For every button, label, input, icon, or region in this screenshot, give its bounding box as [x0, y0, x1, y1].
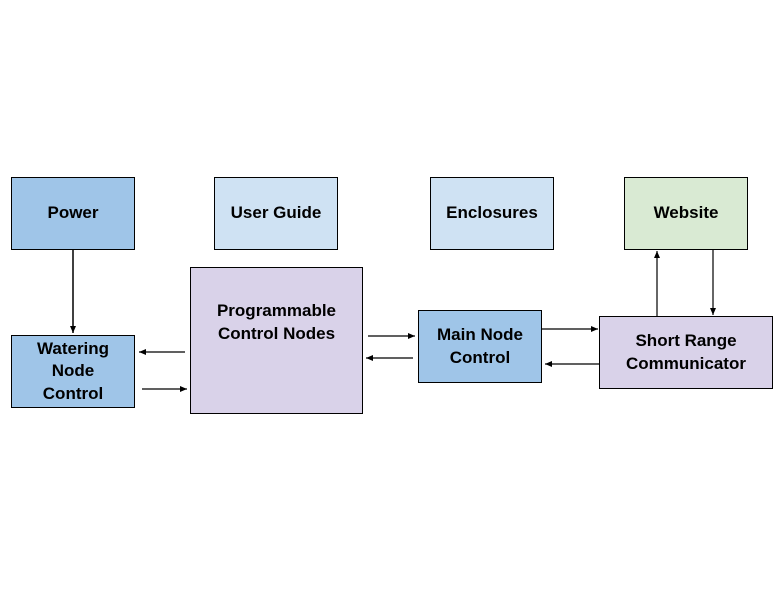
enclosures-box: Enclosures — [430, 177, 554, 250]
main-node-control-label: Main Node Control — [437, 325, 523, 367]
short-range-communicator-box: Short Range Communicator — [599, 316, 773, 389]
main-node-control-box: Main Node Control — [418, 310, 542, 383]
watering-node-control-box: Watering Node Control — [11, 335, 135, 408]
enclosures-label: Enclosures — [446, 203, 538, 223]
user-guide-label: User Guide — [230, 203, 322, 223]
website-box: Website — [624, 177, 748, 250]
power-box: Power — [11, 177, 135, 250]
programmable-control-nodes-box: Programmable Control Nodes — [190, 267, 363, 414]
short-range-communicator-label: Short Range Communicator — [626, 331, 746, 373]
watering-node-control-label: Watering Node Control — [36, 339, 110, 403]
programmable-control-nodes-label: Programmable Control Nodes — [216, 301, 337, 343]
website-label: Website — [653, 203, 719, 223]
power-label: Power — [47, 203, 99, 223]
user-guide-box: User Guide — [214, 177, 338, 250]
